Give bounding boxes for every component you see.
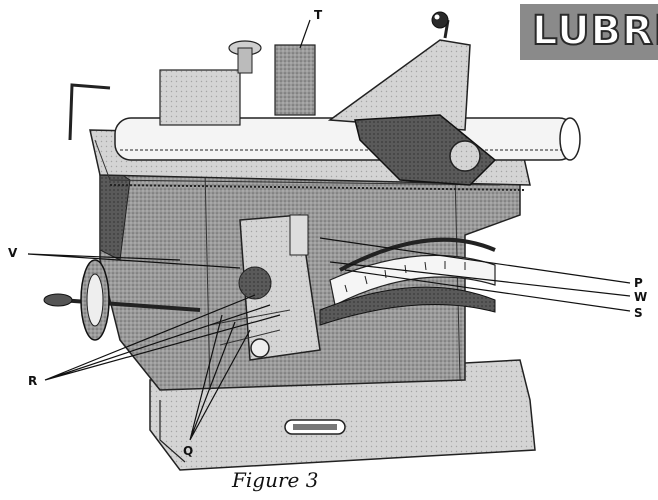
section-banner-text: LUBRI <box>531 7 658 55</box>
callout-w: W <box>634 290 648 304</box>
blade-guard <box>327 11 471 131</box>
callout-q: Q <box>183 444 194 458</box>
tilt-scale <box>319 237 496 326</box>
callout-r: R <box>28 374 38 388</box>
elevation-handwheel <box>43 259 201 341</box>
leader-lines <box>27 19 631 441</box>
section-banner <box>520 4 658 60</box>
callout-s: S <box>634 306 643 320</box>
miter-gauge <box>354 114 497 186</box>
tilt-mechanism <box>209 214 321 361</box>
callout-t: T <box>314 8 323 22</box>
figure-caption: Figure 3 <box>232 468 319 492</box>
callout-p: P <box>634 276 643 290</box>
fence-clamp <box>68 40 316 141</box>
callout-v: V <box>8 246 18 260</box>
